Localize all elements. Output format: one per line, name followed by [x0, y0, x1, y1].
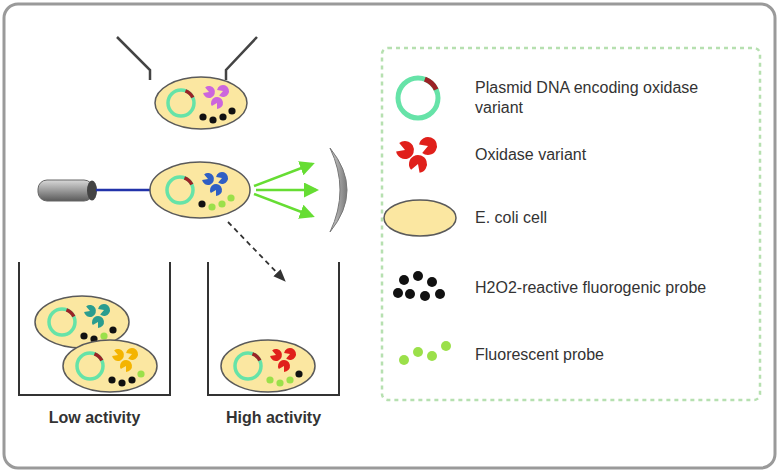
e-coli-cell: [150, 162, 250, 218]
legend-label: E. coli cell: [475, 208, 725, 228]
emission-arrows: [254, 164, 316, 216]
sort-arrow: [228, 222, 284, 280]
legend-box: [382, 48, 760, 400]
well-label: High activity: [207, 409, 340, 427]
legend-samples: [384, 78, 456, 365]
nozzle: [117, 37, 257, 80]
cells: [35, 77, 315, 392]
legend-label: Plasmid DNA encoding oxidase variant: [475, 78, 725, 118]
well-outline: [18, 262, 171, 397]
e-coli-cell: [221, 340, 315, 392]
detector: [330, 148, 347, 232]
sorting-well: Low activity: [18, 262, 171, 431]
laser: [38, 180, 150, 201]
legend-label: Oxidase variant: [475, 145, 725, 165]
sorting-well: High activity: [207, 262, 340, 431]
legend-label: H2O2-reactive fluorogenic probe: [475, 278, 725, 298]
well-outline: [207, 262, 340, 397]
legend-label: Fluorescent probe: [475, 345, 725, 365]
well-label: Low activity: [18, 409, 171, 427]
e-coli-cell: [63, 340, 157, 392]
frame: [4, 4, 775, 468]
e-coli-cell: [155, 77, 247, 129]
